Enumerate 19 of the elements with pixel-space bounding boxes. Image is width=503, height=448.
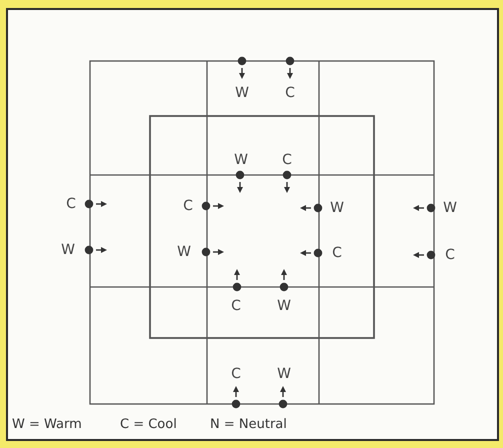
marker-letter: W	[61, 242, 75, 258]
marker-letter: W	[234, 152, 248, 168]
marker-letter: W	[177, 244, 191, 260]
key-text: W = Warm	[12, 417, 82, 432]
key-text: C = Cool	[120, 417, 177, 432]
marker-letter: C	[285, 85, 295, 101]
marker-letter: C	[231, 366, 241, 382]
marker-letter: C	[332, 245, 342, 261]
marker-letter: W	[443, 200, 457, 216]
marker-letter: W	[277, 298, 291, 314]
marker-letter: C	[66, 196, 76, 212]
marker-letter: C	[231, 298, 241, 314]
marker-letter: W	[235, 85, 249, 101]
key-text: N = Neutral	[210, 417, 287, 432]
marker-letter: C	[282, 152, 292, 168]
marker-letter: C	[183, 198, 193, 214]
marker-letter: C	[445, 247, 455, 263]
marker-letter: W	[277, 366, 291, 382]
marker-letter: W	[330, 200, 344, 216]
